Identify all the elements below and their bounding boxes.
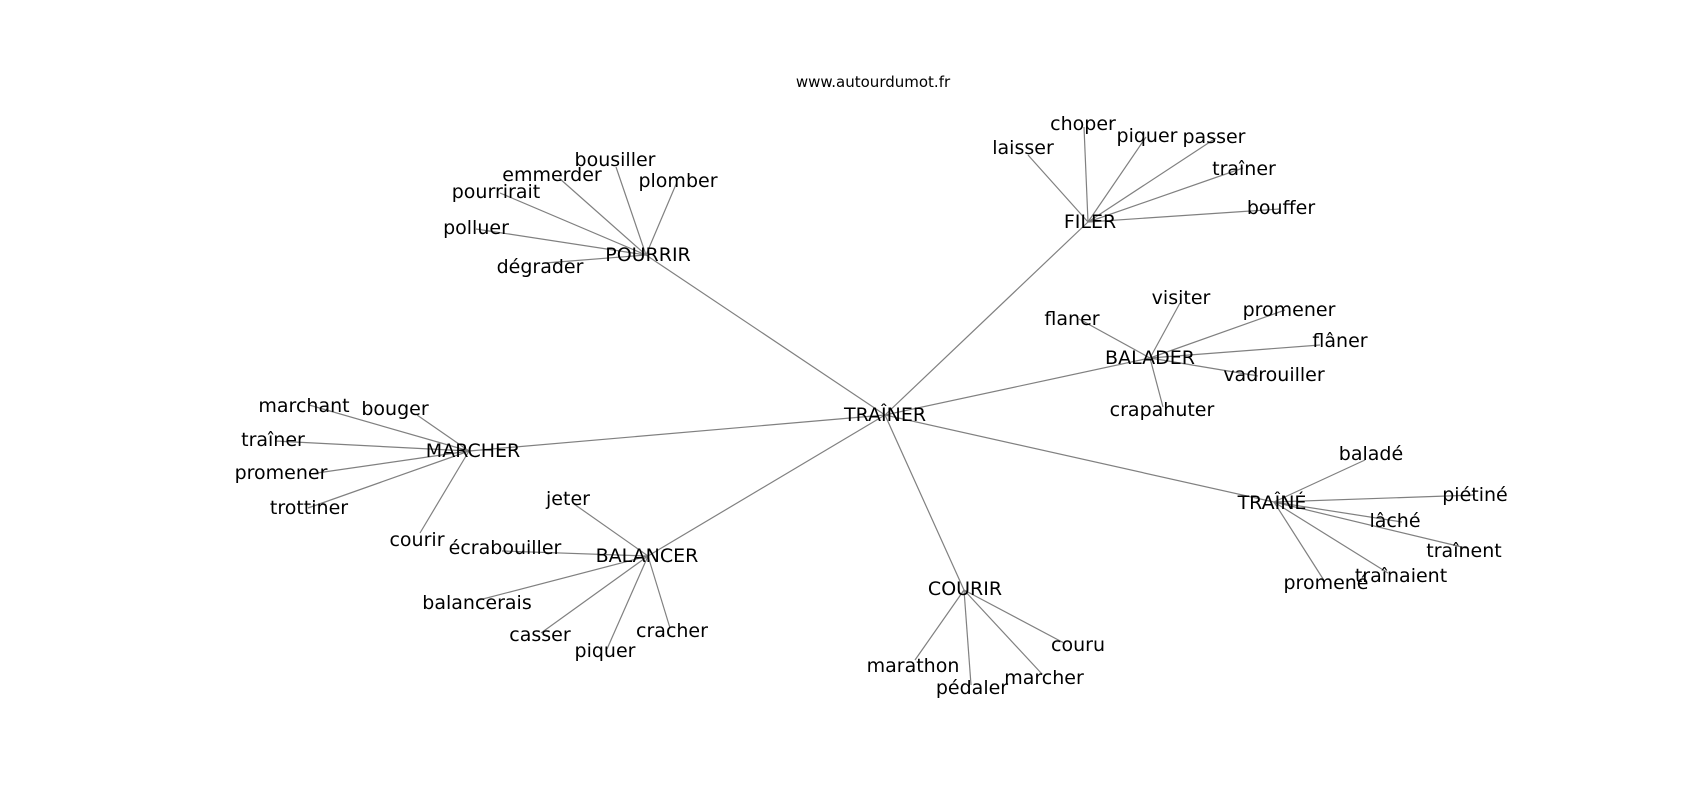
- leaf-balader-5: crapahuter: [1110, 399, 1215, 421]
- leaf-balancer-5: cracher: [636, 620, 708, 642]
- leaf-pourrir-1: emmerder: [502, 164, 602, 186]
- leaf-traine-1: piétiné: [1442, 484, 1508, 506]
- edge-pourrir-3: [499, 192, 647, 256]
- leaf-traine-4: traînaient: [1355, 565, 1447, 587]
- leaf-filer-5: bouffer: [1247, 197, 1316, 219]
- node-courir: COURIR: [928, 578, 1002, 600]
- edge-courir-3: [963, 589, 972, 686]
- edge-balader-4: [1149, 357, 1259, 377]
- edge-filer-2: [1087, 136, 1147, 223]
- edge-pourrir-0: [615, 166, 647, 256]
- edge-root-balader: [884, 357, 1151, 416]
- edge-root-pourrir: [645, 254, 886, 416]
- edge-filer-4: [1087, 167, 1244, 223]
- edge-marcher-3: [309, 450, 470, 475]
- edge-balader-2: [1149, 309, 1286, 359]
- edge-balancer-3: [540, 555, 649, 634]
- edge-courir-1: [914, 589, 965, 661]
- edge-marcher-5: [419, 450, 470, 534]
- leaf-balancer-1: écrabouiller: [449, 537, 562, 559]
- edge-marcher-1: [416, 414, 470, 452]
- edge-filer-0: [1027, 154, 1089, 223]
- leaf-balader-4: vadrouiller: [1223, 364, 1325, 386]
- edge-filer-3: [1087, 137, 1217, 223]
- leaf-pourrir-0: bousiller: [575, 149, 656, 171]
- edge-marcher-2: [274, 440, 470, 452]
- edge-filer-5: [1087, 208, 1281, 223]
- node-pourrir: POURRIR: [605, 244, 691, 266]
- leaf-pourrir-3: pourrirait: [452, 181, 540, 203]
- edge-balancer-2: [478, 555, 649, 601]
- edge-courir-0: [963, 589, 1065, 644]
- edge-root-marcher: [468, 414, 886, 452]
- leaf-marcher-1: bouger: [361, 398, 428, 420]
- leaf-filer-0: laisser: [992, 137, 1054, 159]
- leaf-marcher-5: courir: [389, 529, 444, 551]
- edge-traine-1: [1273, 494, 1476, 503]
- leaf-balancer-3: casser: [509, 624, 571, 646]
- leaf-pourrir-2: plomber: [638, 170, 717, 192]
- edge-traine-3: [1273, 501, 1467, 549]
- leaf-balancer-2: balancerais: [422, 592, 531, 614]
- root-node: TRAÎNER: [843, 403, 926, 426]
- leaf-balancer-0: jeter: [545, 488, 590, 510]
- node-marcher: MARCHER: [426, 440, 520, 462]
- edge-root-traine: [884, 414, 1275, 503]
- leaf-balancer-4: piquer: [575, 640, 636, 662]
- edge-filer-1: [1083, 126, 1089, 223]
- leaf-traine-2: lâché: [1369, 510, 1420, 532]
- edge-marcher-0: [308, 404, 470, 452]
- leaf-pourrir-5: dégrader: [497, 256, 584, 278]
- node-balancer: BALANCER: [596, 545, 699, 567]
- edge-pourrir-5: [544, 254, 647, 264]
- leaf-filer-3: passer: [1182, 126, 1245, 148]
- edge-pourrir-1: [558, 177, 647, 256]
- leaf-balader-0: visiter: [1152, 287, 1211, 309]
- node-balader: BALADER: [1105, 347, 1195, 369]
- leaf-marcher-0: marchant: [258, 395, 349, 417]
- node-filer: FILER: [1064, 211, 1116, 233]
- edge-balader-0: [1149, 302, 1181, 359]
- leaf-courir-0: couru: [1051, 634, 1105, 656]
- leaf-courir-1: marathon: [867, 655, 960, 677]
- edge-marcher-4: [307, 450, 470, 509]
- leaf-filer-1: choper: [1050, 113, 1116, 135]
- edge-balancer-1: [501, 550, 649, 557]
- edge-root-filer: [884, 221, 1089, 416]
- source-watermark: www.autourdumot.fr: [796, 73, 951, 91]
- leaf-balader-2: promener: [1243, 299, 1336, 321]
- leaf-marcher-4: trottiner: [270, 497, 348, 519]
- leaf-traine-5: promené: [1283, 572, 1368, 594]
- leaf-balader-1: flaner: [1044, 308, 1099, 330]
- leaf-filer-4: traîner: [1212, 158, 1276, 180]
- edge-balader-5: [1149, 357, 1164, 408]
- edge-balader-1: [1078, 318, 1151, 359]
- edge-root-balancer: [647, 414, 886, 557]
- edge-traine-5: [1273, 501, 1326, 583]
- edge-balader-3: [1149, 344, 1321, 359]
- leaf-marcher-3: promener: [235, 462, 328, 484]
- edge-traine-2: [1273, 501, 1403, 523]
- leaf-traine-3: traînent: [1426, 540, 1501, 562]
- graph-edges: [274, 126, 1476, 686]
- edge-courir-2: [963, 589, 1043, 675]
- leaf-courir-2: marcher: [1004, 667, 1084, 689]
- leaf-traine-0: baladé: [1339, 443, 1403, 465]
- edge-balancer-0: [573, 503, 649, 557]
- edge-root-courir: [884, 414, 965, 591]
- leaf-marcher-2: traîner: [241, 429, 305, 451]
- edge-traine-0: [1273, 459, 1366, 503]
- leaf-courir-3: pédaler: [936, 677, 1008, 699]
- leaf-balader-3: flâner: [1312, 330, 1367, 352]
- edge-pourrir-4: [475, 228, 647, 256]
- edge-traine-4: [1273, 501, 1389, 574]
- edge-pourrir-2: [645, 181, 678, 256]
- leaf-pourrir-4: polluer: [443, 217, 509, 239]
- leaf-filer-2: piquer: [1117, 125, 1178, 147]
- edge-balancer-4: [606, 555, 649, 650]
- edge-balancer-5: [647, 555, 671, 629]
- node-traine: TRAÎNÉ: [1237, 491, 1307, 514]
